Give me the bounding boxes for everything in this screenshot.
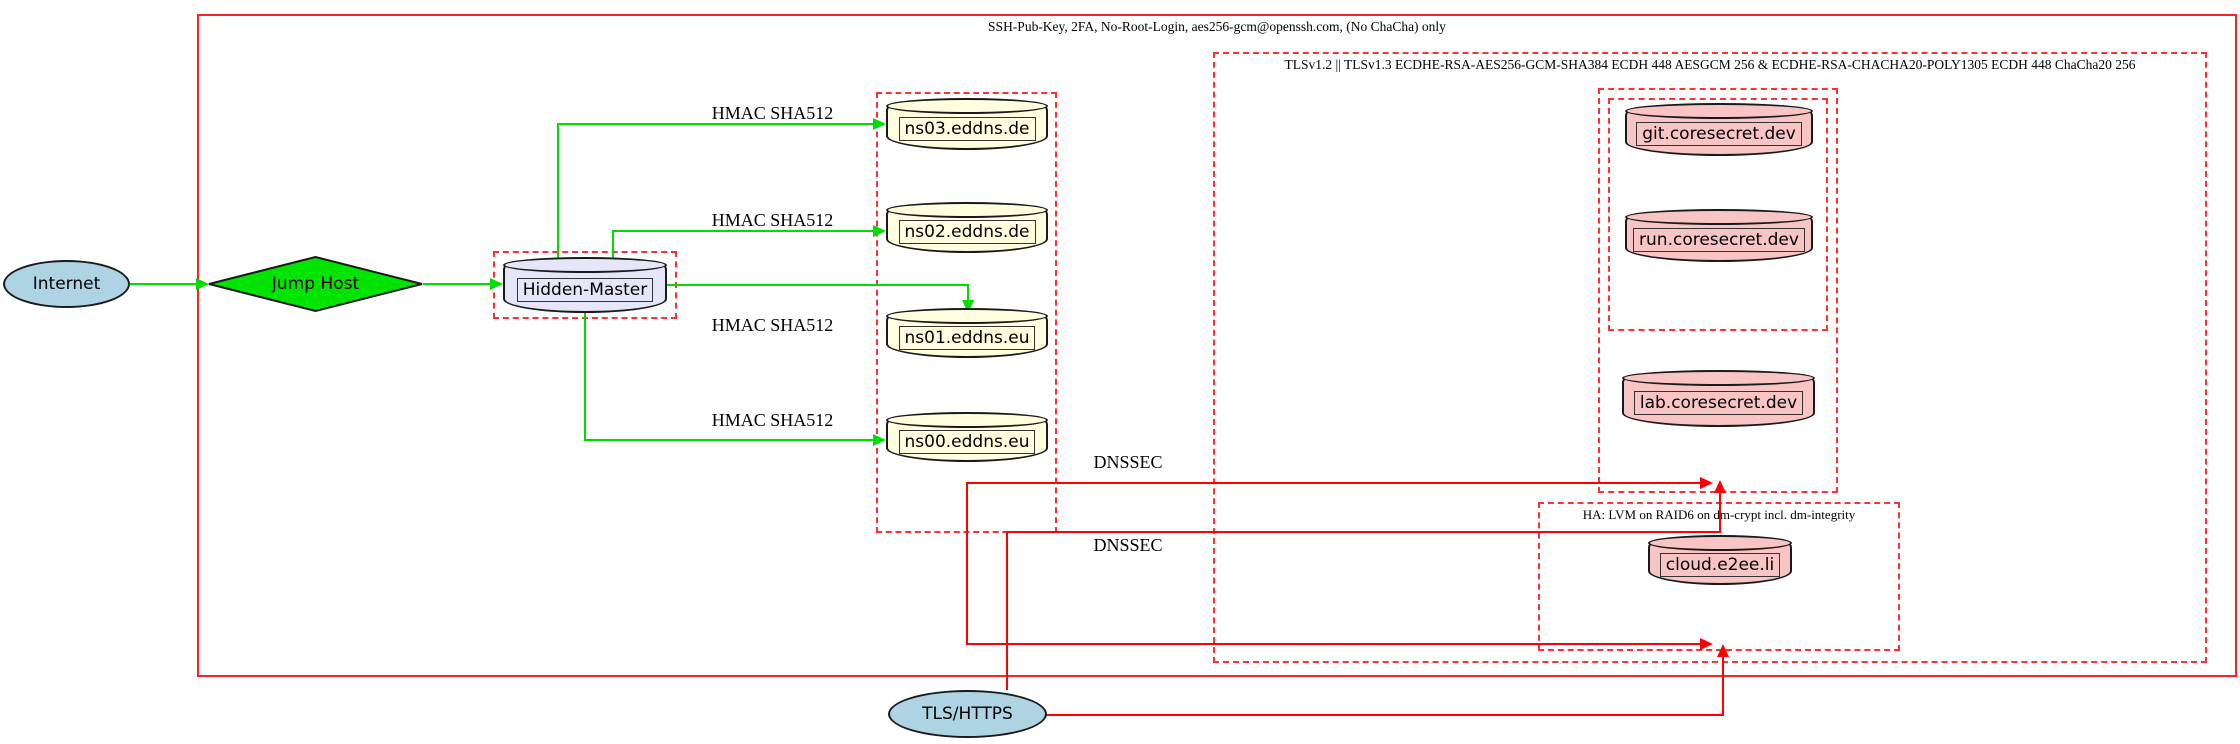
edge-hm-ns01-v xyxy=(967,284,969,301)
ns03-label: ns03.eddns.de xyxy=(898,116,1036,141)
arrowhead-dnssec-coresecret xyxy=(1700,477,1713,489)
ssh-hardening-cluster: SSH-Pub-Key, 2FA, No-Root-Login, aes256-… xyxy=(197,14,2237,677)
edge-dnssec-ha-h xyxy=(966,643,1702,645)
arrowhead-hm-ns02 xyxy=(873,225,886,237)
internet-node: Internet xyxy=(3,260,130,308)
edge-tls-ha-h xyxy=(1046,714,1724,716)
edge-label-hmac-ns01: HMAC SHA512 xyxy=(711,315,834,335)
jump-host-label: Jump Host xyxy=(271,274,360,294)
edge-hm-ns02-h xyxy=(612,230,874,232)
arrowhead-hm-ns03 xyxy=(873,118,886,130)
tls-cluster: TLSv1.2 || TLSv1.3 ECDHE-RSA-AES256-GCM-… xyxy=(1213,52,2207,663)
edge-jumphost-hiddenmaster xyxy=(423,283,491,285)
run-node: run.coresecret.dev xyxy=(1625,209,1813,262)
ns01-label: ns01.eddns.eu xyxy=(898,325,1036,350)
edge-dnssec-ha-v xyxy=(966,482,968,645)
cloud-node: cloud.e2ee.li xyxy=(1648,535,1792,585)
edge-tls-coresecret-v1 xyxy=(1006,532,1008,690)
arrowhead-hm-ns00 xyxy=(873,434,886,446)
jump-host-diamond-shape xyxy=(208,255,423,313)
ssh-cluster-label: SSH-Pub-Key, 2FA, No-Root-Login, aes256-… xyxy=(988,19,1446,34)
arrowhead-jumphost-hiddenmaster xyxy=(490,278,503,290)
edge-tls-ha-v xyxy=(1722,656,1724,716)
tls-https-label: TLS/HTTPS xyxy=(922,704,1013,724)
run-label: run.coresecret.dev xyxy=(1633,228,1805,252)
edge-label-dnssec-2: DNSSEC xyxy=(1093,535,1163,555)
ns00-label: ns00.eddns.eu xyxy=(898,429,1036,454)
ns02-label: ns02.eddns.de xyxy=(898,220,1036,244)
tls-cluster-label: TLSv1.2 || TLSv1.3 ECDHE-RSA-AES256-GCM-… xyxy=(1284,57,2136,72)
arrowhead-tls-coresecret xyxy=(1714,480,1726,493)
ns00-node: ns00.eddns.eu xyxy=(886,412,1048,462)
edge-dnssec-coresecret-h xyxy=(966,482,1702,484)
edge-tls-coresecret-v2 xyxy=(1719,492,1721,533)
edge-internet-jumphost xyxy=(130,283,198,285)
arrowhead-dnssec-ha xyxy=(1700,638,1713,650)
arrowhead-tls-ha xyxy=(1717,644,1729,657)
edge-label-hmac-ns00: HMAC SHA512 xyxy=(711,410,834,430)
ns01-node: ns01.eddns.eu xyxy=(886,308,1048,358)
cloud-label: cloud.e2ee.li xyxy=(1659,552,1781,577)
hidden-master-label: Hidden-Master xyxy=(516,277,654,302)
git-label: git.coresecret.dev xyxy=(1636,122,1802,146)
arrowhead-internet-jumphost xyxy=(196,278,209,290)
internet-label: Internet xyxy=(32,274,101,294)
tls-https-node: TLS/HTTPS xyxy=(888,690,1047,738)
coresecret-inner-cluster xyxy=(1608,98,1828,331)
edge-hm-ns00-h xyxy=(584,439,874,441)
lab-label: lab.coresecret.dev xyxy=(1633,391,1804,415)
hidden-master-node: Hidden-Master xyxy=(503,257,667,313)
edge-label-hmac-ns03: HMAC SHA512 xyxy=(711,103,834,123)
edge-hm-ns02-v xyxy=(612,231,614,262)
edge-label-hmac-ns02: HMAC SHA512 xyxy=(711,210,834,230)
lab-node: lab.coresecret.dev xyxy=(1622,370,1815,427)
ns02-node: ns02.eddns.de xyxy=(886,202,1048,253)
edge-hm-ns03-v xyxy=(557,124,559,262)
git-node: git.coresecret.dev xyxy=(1625,103,1813,156)
ns03-node: ns03.eddns.de xyxy=(886,98,1048,150)
jump-host-node: Jump Host xyxy=(208,255,423,313)
edge-hm-ns01-h xyxy=(667,284,969,286)
edge-hm-ns00-v xyxy=(584,313,586,441)
edge-label-dnssec-1: DNSSEC xyxy=(1093,452,1163,472)
edge-tls-coresecret-h xyxy=(1006,531,1721,533)
edge-hm-ns03-h xyxy=(557,123,874,125)
